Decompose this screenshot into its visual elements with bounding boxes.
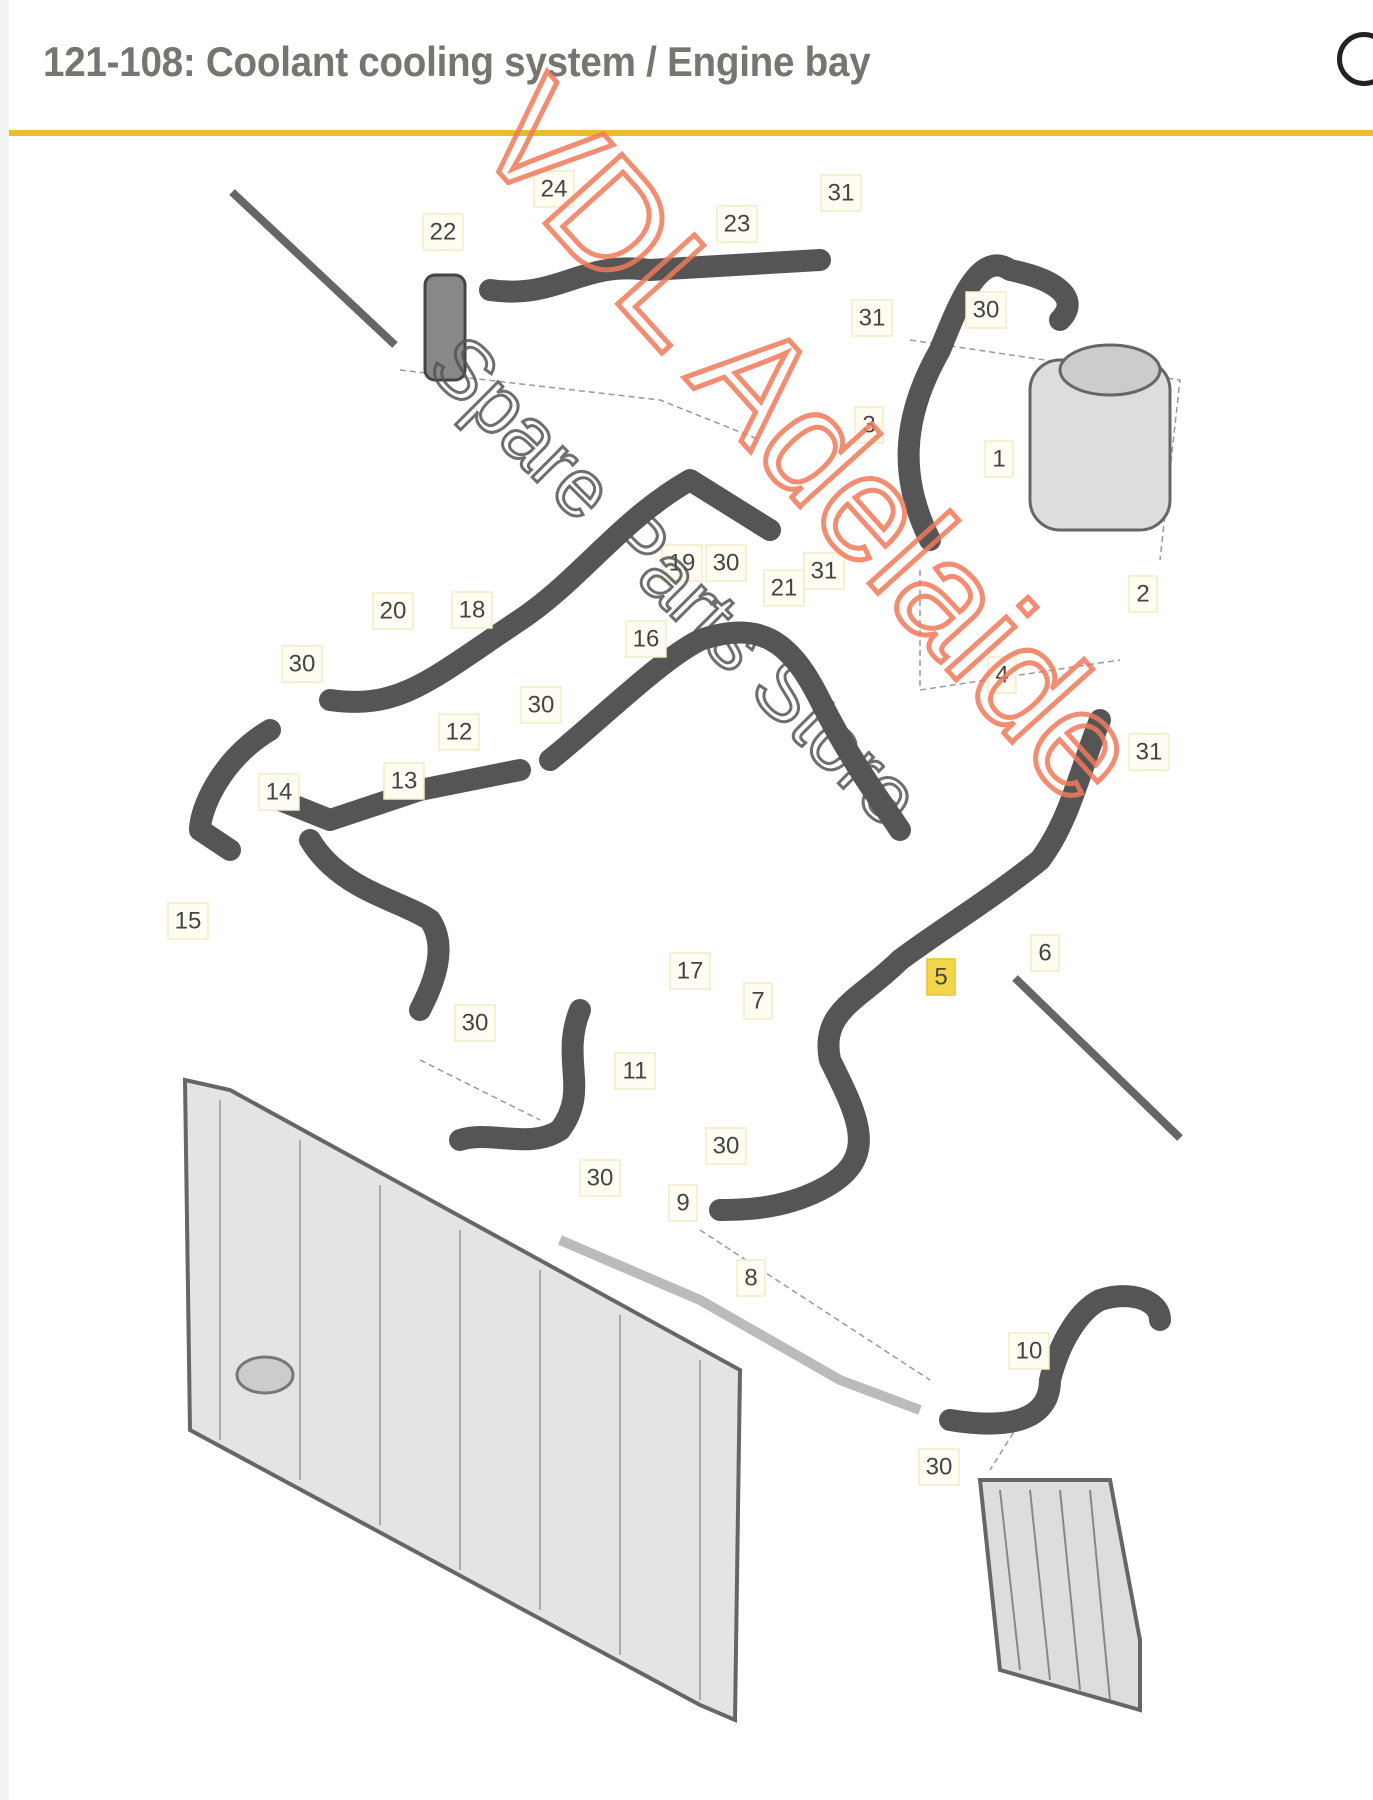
part-number: 20 bbox=[380, 598, 407, 625]
part-label-3[interactable]: 3 bbox=[854, 406, 884, 444]
part-label-18[interactable]: 18 bbox=[451, 591, 493, 629]
expansion-tank bbox=[1028, 343, 1172, 532]
part-label-31[interactable]: 31 bbox=[803, 552, 845, 590]
part-label-17[interactable]: 17 bbox=[669, 952, 711, 990]
part-label-12[interactable]: 12 bbox=[438, 713, 480, 751]
part-label-8[interactable]: 8 bbox=[736, 1259, 766, 1297]
circle-icon[interactable] bbox=[1337, 32, 1373, 86]
part-label-11[interactable]: 11 bbox=[614, 1052, 656, 1090]
part-label-9[interactable]: 9 bbox=[668, 1184, 698, 1222]
part-number: 11 bbox=[623, 1058, 648, 1085]
part-label-30[interactable]: 30 bbox=[918, 1448, 960, 1486]
part-label-30[interactable]: 30 bbox=[705, 544, 747, 582]
part-label-30[interactable]: 30 bbox=[579, 1159, 621, 1197]
part-number: 31 bbox=[828, 180, 855, 207]
part-number: 8 bbox=[744, 1265, 757, 1292]
part-number: 18 bbox=[459, 597, 486, 624]
part-number: 30 bbox=[289, 651, 316, 678]
part-number: 15 bbox=[175, 908, 202, 935]
part-label-19[interactable]: 19 bbox=[661, 544, 703, 582]
part-label-30[interactable]: 30 bbox=[965, 291, 1007, 329]
part-label-4[interactable]: 4 bbox=[987, 656, 1017, 694]
header-divider bbox=[9, 130, 1373, 136]
part-number: 30 bbox=[462, 1010, 489, 1037]
part-number: 30 bbox=[713, 550, 740, 577]
part-number: 30 bbox=[713, 1133, 740, 1160]
part-number: 30 bbox=[528, 692, 555, 719]
part-number: 19 bbox=[669, 550, 696, 577]
hose-highlights bbox=[558, 1235, 922, 1415]
part-label-30[interactable]: 30 bbox=[520, 686, 562, 724]
part-number: 31 bbox=[811, 558, 838, 585]
part-number: 30 bbox=[926, 1454, 953, 1481]
part-number: 16 bbox=[633, 626, 660, 653]
part-number: 12 bbox=[446, 719, 473, 746]
part-label-6[interactable]: 6 bbox=[1030, 934, 1060, 972]
part-label-7[interactable]: 7 bbox=[743, 982, 773, 1020]
part-label-14[interactable]: 14 bbox=[258, 773, 300, 811]
part-label-15[interactable]: 15 bbox=[167, 902, 209, 940]
part-label-30[interactable]: 30 bbox=[705, 1127, 747, 1165]
part-number: 22 bbox=[430, 219, 457, 246]
part-label-20[interactable]: 20 bbox=[372, 592, 414, 630]
part-label-5[interactable]: 5 bbox=[926, 958, 956, 996]
part-number: 30 bbox=[587, 1165, 614, 1192]
auxiliary-radiator bbox=[977, 1478, 1142, 1713]
part-number: 9 bbox=[676, 1190, 689, 1217]
part-label-30[interactable]: 30 bbox=[454, 1004, 496, 1042]
part-label-13[interactable]: 13 bbox=[383, 762, 425, 800]
part-number: 10 bbox=[1016, 1338, 1043, 1365]
part-number: 5 bbox=[934, 964, 947, 991]
part-number: 21 bbox=[771, 575, 798, 602]
part-label-22[interactable]: 22 bbox=[422, 213, 464, 251]
part-label-21[interactable]: 21 bbox=[763, 569, 805, 607]
part-label-1[interactable]: 1 bbox=[984, 440, 1014, 478]
part-label-31[interactable]: 31 bbox=[1128, 733, 1170, 771]
part-number: 4 bbox=[995, 662, 1008, 689]
part-number: 30 bbox=[973, 297, 1000, 324]
part-number: 31 bbox=[1136, 739, 1163, 766]
header: 121-108: Coolant cooling system / Engine… bbox=[9, 0, 1373, 132]
part-label-31[interactable]: 31 bbox=[851, 299, 893, 337]
part-number: 6 bbox=[1038, 940, 1051, 967]
page-title: 121-108: Coolant cooling system / Engine… bbox=[43, 38, 871, 85]
part-label-10[interactable]: 10 bbox=[1008, 1332, 1050, 1370]
part-label-31[interactable]: 31 bbox=[820, 174, 862, 212]
hoses bbox=[189, 249, 1171, 1435]
part-number: 13 bbox=[391, 768, 418, 795]
part-label-16[interactable]: 16 bbox=[625, 620, 667, 658]
left-edge bbox=[0, 0, 9, 1800]
part-number: 17 bbox=[677, 958, 704, 985]
part-number: 31 bbox=[859, 305, 886, 332]
main-radiator bbox=[182, 1077, 743, 1724]
part-number: 3 bbox=[862, 412, 875, 439]
part-label-23[interactable]: 23 bbox=[716, 205, 758, 243]
flange bbox=[423, 273, 467, 382]
part-number: 23 bbox=[724, 211, 751, 238]
part-number: 1 bbox=[992, 446, 1005, 473]
part-number: 7 bbox=[751, 988, 764, 1015]
part-label-30[interactable]: 30 bbox=[281, 645, 323, 683]
part-label-2[interactable]: 2 bbox=[1128, 575, 1158, 613]
part-number: 24 bbox=[541, 176, 568, 203]
part-number: 14 bbox=[266, 779, 293, 806]
part-number: 2 bbox=[1136, 581, 1149, 608]
part-label-24[interactable]: 24 bbox=[533, 170, 575, 208]
